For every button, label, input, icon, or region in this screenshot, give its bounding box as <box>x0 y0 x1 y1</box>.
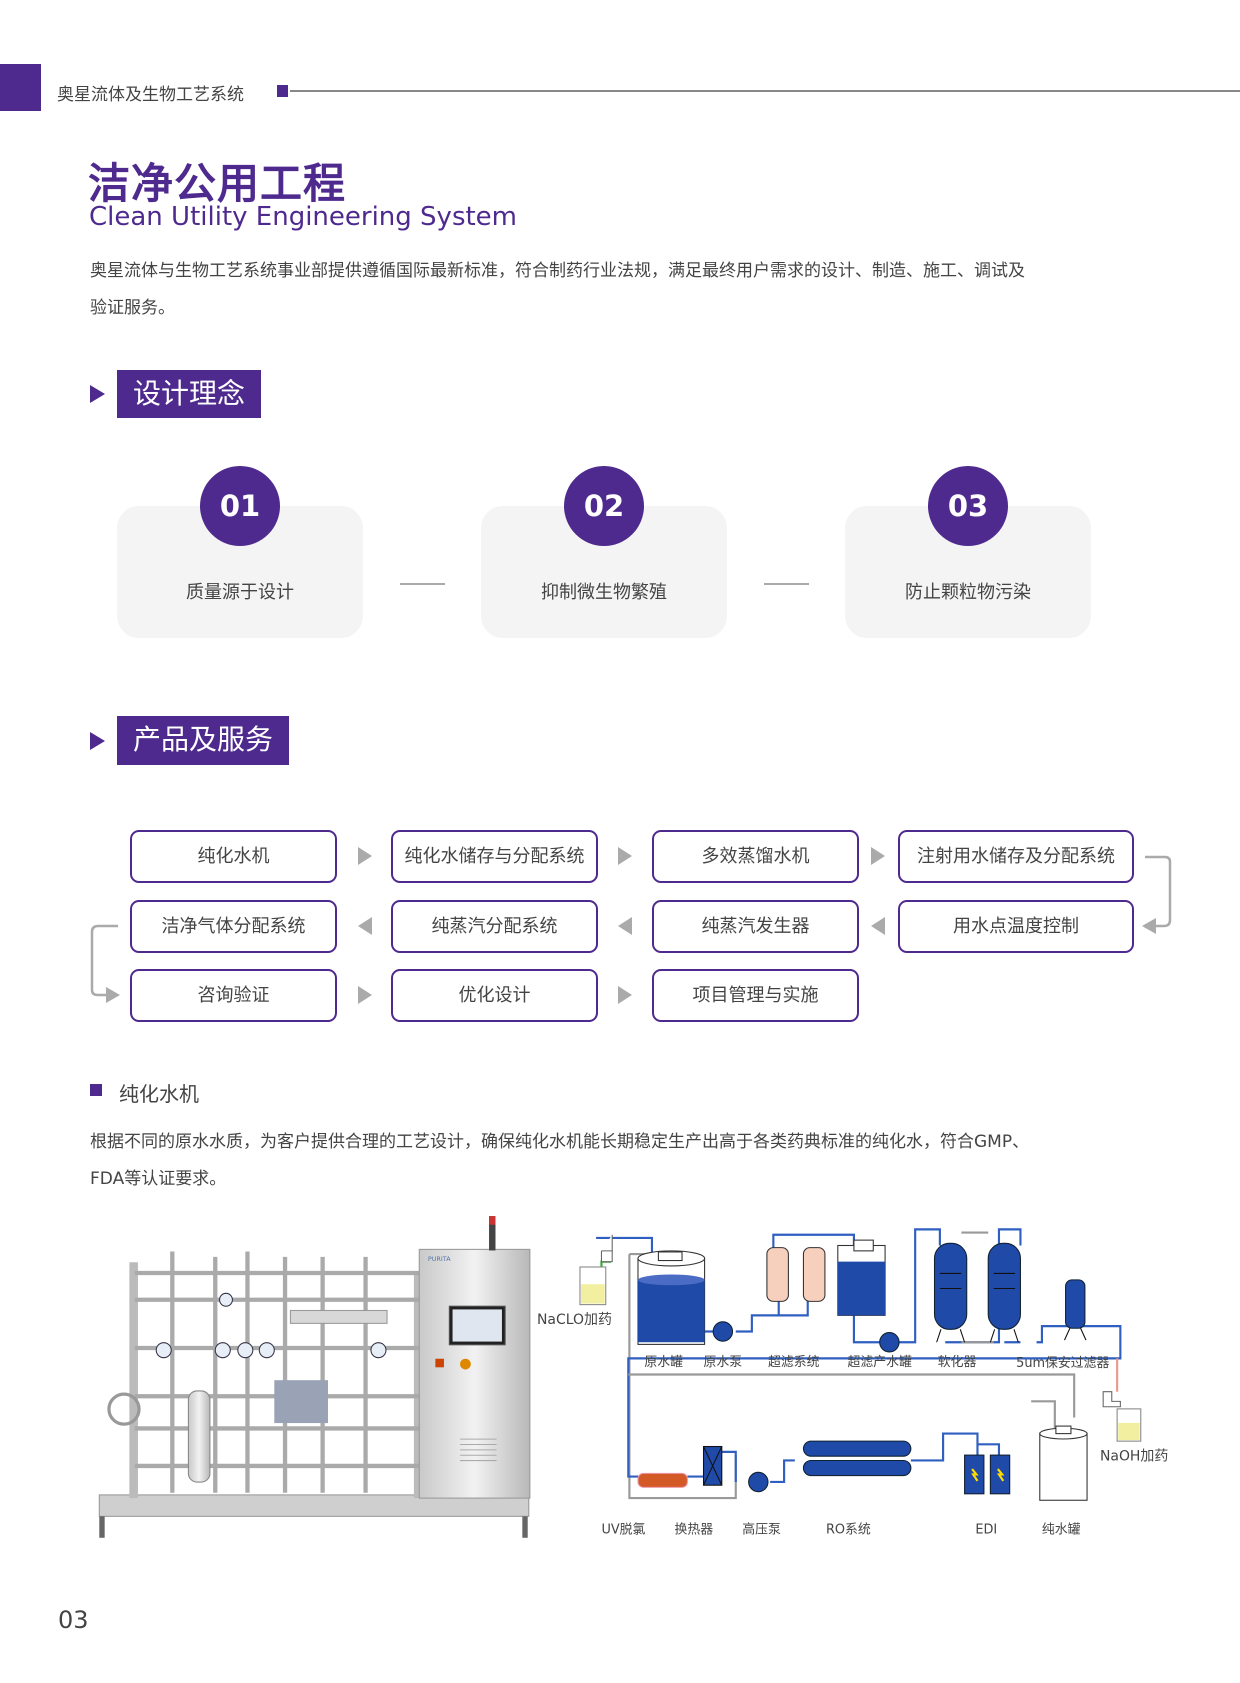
page-subtitle: Clean Utility Engineering System <box>89 202 518 232</box>
subsection-heading: 纯化水机 <box>119 1082 199 1106</box>
concept-label: 抑制微生物繁殖 <box>541 582 667 603</box>
header-square-marker <box>277 85 288 97</box>
section-heading-design-concept: 设计理念 <box>117 370 262 418</box>
diagram-label: 高压泵 <box>742 1522 781 1538</box>
arrow-right-icon <box>871 847 885 865</box>
arrow-right-icon <box>618 847 632 865</box>
product-box: 纯化水储存与分配系统 <box>391 830 598 883</box>
product-box: 洁净气体分配系统 <box>130 900 337 953</box>
concept-number-badge: 03 <box>928 466 1008 546</box>
arrow-right-icon <box>358 847 372 865</box>
diagram-label: EDI <box>975 1523 997 1538</box>
section-triangle-icon <box>90 732 105 750</box>
purified-water-line-1: 根据不同的原水水质，为客户提供合理的工艺设计，确保纯化水机能长期稳定生产出高于各… <box>90 1132 1030 1152</box>
diagram-label: 5um保安过滤器 <box>1016 1356 1109 1371</box>
arrow-left-icon <box>358 917 372 935</box>
concept-label: 防止颗粒物污染 <box>905 582 1031 603</box>
diagram-label: 原水泵 <box>704 1355 743 1370</box>
bullet-square <box>90 1084 102 1096</box>
product-box: 项目管理与实施 <box>652 969 859 1022</box>
concept-label: 质量源于设计 <box>186 582 294 603</box>
diagram-label: 纯水罐 <box>1042 1523 1081 1538</box>
flow-connectors <box>90 855 1172 1003</box>
product-box: 纯蒸汽发生器 <box>652 900 859 953</box>
header-section-name: 奥星流体及生物工艺系统 <box>57 85 244 105</box>
section-triangle-icon <box>90 385 105 403</box>
concept-number-badge: 02 <box>564 466 644 546</box>
product-box: 优化设计 <box>391 969 598 1022</box>
arrow-left-icon <box>871 917 885 935</box>
arrow-left-icon <box>618 917 632 935</box>
purified-water-machine-image: PURITA <box>98 1216 531 1538</box>
concept-connector <box>764 583 809 585</box>
intro-line-2: 验证服务。 <box>90 298 175 318</box>
purified-water-line-2: FDA等认证要求。 <box>90 1169 227 1189</box>
machine-brand: PURITA <box>428 1255 451 1263</box>
concept-number-badge: 01 <box>200 466 280 546</box>
page-title: 洁净公用工程 <box>88 159 347 208</box>
product-box: 咨询验证 <box>130 969 337 1022</box>
diagram-label-naclo: NaCLO加药 <box>537 1312 612 1328</box>
section-heading-products: 产品及服务 <box>117 716 290 765</box>
arrow-right-icon <box>618 986 632 1004</box>
product-box: 纯蒸汽分配系统 <box>391 900 598 953</box>
product-box: 多效蒸馏水机 <box>652 830 859 883</box>
intro-line-1: 奥星流体与生物工艺系统事业部提供遵循国际最新标准，符合制药行业法规，满足最终用户… <box>90 261 1025 281</box>
process-flow-diagram: NaCLO加药 原水罐 原水泵 超滤系统 超滤产水罐 软化器 5um保安过滤器 … <box>537 1228 1168 1538</box>
product-box: 纯化水机 <box>130 830 337 883</box>
header-accent-block <box>0 64 41 111</box>
diagram-label: 换热器 <box>675 1523 714 1538</box>
diagram-label-naoh: NaOH加药 <box>1100 1448 1168 1464</box>
diagram-label: RO系统 <box>826 1523 871 1538</box>
diagram-label: 超滤系统 <box>768 1355 820 1370</box>
diagram-label: 超滤产水罐 <box>847 1355 911 1370</box>
diagram-label: 软化器 <box>938 1355 977 1370</box>
page-number: 03 <box>58 1606 89 1634</box>
diagram-label: 原水罐 <box>644 1355 683 1370</box>
diagram-label: UV脱氯 <box>601 1523 645 1538</box>
header-divider <box>290 90 1240 92</box>
product-box: 注射用水储存及分配系统 <box>898 830 1134 883</box>
product-box: 用水点温度控制 <box>898 900 1134 953</box>
arrow-right-icon <box>358 986 372 1004</box>
concept-connector <box>400 583 445 585</box>
